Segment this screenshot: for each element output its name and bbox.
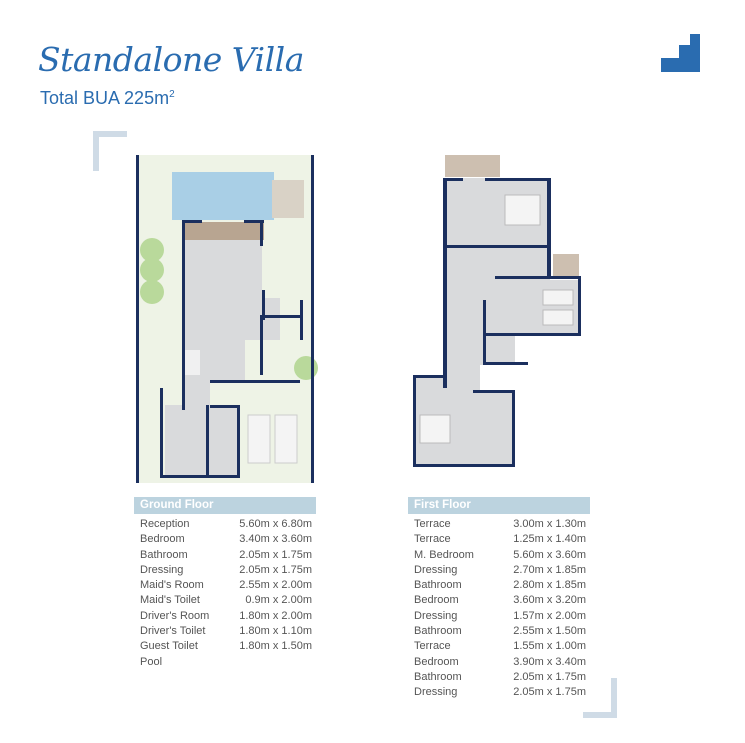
room-size: 2.80m x 1.85m bbox=[513, 579, 586, 592]
sun-loungers bbox=[272, 180, 304, 218]
room-name: Dressing bbox=[414, 609, 458, 622]
room-name: Bedroom bbox=[414, 655, 459, 668]
room-name: Maid's Room bbox=[140, 579, 204, 592]
room-size: 1.80m x 1.50m bbox=[239, 640, 312, 653]
room-name: Bathroom bbox=[414, 579, 462, 592]
terrace bbox=[553, 254, 579, 278]
room-size: 3.60m x 3.20m bbox=[513, 594, 586, 607]
room-name: Bathroom bbox=[414, 625, 462, 638]
room-name: M. Bedroom bbox=[414, 548, 474, 561]
table-row: Driver's Room 1.80m x 2.00m bbox=[134, 609, 316, 624]
deck bbox=[184, 222, 264, 240]
total-bua: Total BUA 225m2 bbox=[40, 88, 175, 109]
room-name: Guest Toilet bbox=[140, 640, 198, 653]
table-row: Dressing 2.70m x 1.85m bbox=[408, 563, 590, 578]
page-title: Standalone Villa bbox=[38, 40, 304, 79]
room-size: 2.70m x 1.85m bbox=[513, 563, 586, 576]
room-size: 2.55m x 2.00m bbox=[239, 579, 312, 592]
corner-bracket-bottom-right-h bbox=[583, 712, 617, 718]
table-row: Bathroom 2.55m x 1.50m bbox=[408, 624, 590, 639]
table-row: Pool bbox=[134, 655, 316, 670]
room-name: Bathroom bbox=[140, 548, 188, 561]
room-name: Terrace bbox=[414, 518, 451, 530]
room-name: Dressing bbox=[140, 563, 184, 576]
corner-bracket-top-left-h bbox=[93, 131, 127, 137]
room-size: 0.9m x 2.00m bbox=[245, 594, 312, 607]
room-size: 1.57m x 2.00m bbox=[513, 609, 586, 622]
room-size: 3.40m x 3.60m bbox=[239, 533, 312, 546]
table-row: Bedroom 3.60m x 3.20m bbox=[408, 593, 590, 608]
table-row: M. Bedroom 5.60m x 3.60m bbox=[408, 548, 590, 563]
table-row: Driver's Toilet 1.80m x 1.10m bbox=[134, 624, 316, 639]
table-row: Terrace 3.00m x 1.30m bbox=[408, 517, 590, 532]
room-name: Bedroom bbox=[140, 533, 185, 546]
room-name: Bedroom bbox=[414, 594, 459, 607]
table-row: Bathroom 2.05m x 1.75m bbox=[134, 548, 316, 563]
table-row: Terrace 1.25m x 1.40m bbox=[408, 532, 590, 547]
room-name: Terrace bbox=[414, 533, 451, 546]
room-size: 3.90m x 3.40m bbox=[513, 655, 586, 668]
first-floor-heading: First Floor bbox=[408, 497, 590, 514]
table-row: Maid's Room 2.55m x 2.00m bbox=[134, 578, 316, 593]
table-row: Bathroom 2.05m x 1.75m bbox=[408, 670, 590, 685]
table-row: Dressing 1.57m x 2.00m bbox=[408, 609, 590, 624]
ground-floor-plan bbox=[136, 155, 318, 483]
corner-bracket-bottom-right bbox=[611, 678, 617, 718]
room-size: 1.80m x 2.00m bbox=[239, 609, 312, 622]
pool bbox=[172, 172, 274, 220]
room-name: Driver's Toilet bbox=[140, 625, 206, 638]
bua-superscript: 2 bbox=[169, 89, 175, 100]
room-size: 2.55m x 1.50m bbox=[513, 625, 586, 638]
room-name: Maid's Toilet bbox=[140, 594, 200, 607]
table-row: Terrace 1.55m x 1.00m bbox=[408, 639, 590, 654]
room-size: 2.05m x 1.75m bbox=[513, 670, 586, 683]
room-name: Dressing bbox=[414, 686, 458, 699]
table-row: Guest Toilet 1.80m x 1.50m bbox=[134, 639, 316, 654]
bua-label: Total BUA 225m bbox=[40, 88, 170, 108]
room-name: Pool bbox=[140, 655, 163, 668]
table-row: Dressing 2.05m x 1.75m bbox=[134, 563, 316, 578]
table-row: Bedroom 3.40m x 3.60m bbox=[134, 532, 316, 547]
room-name: Reception bbox=[140, 518, 190, 530]
room-size: 3.00m x 1.30m bbox=[513, 518, 586, 530]
room-size: 2.05m x 1.75m bbox=[239, 563, 312, 576]
room-size: 1.80m x 1.10m bbox=[239, 625, 312, 638]
terrace bbox=[445, 155, 500, 177]
room-size: 1.55m x 1.00m bbox=[513, 640, 586, 653]
corner-bracket-top-left bbox=[93, 131, 99, 171]
ground-floor-heading: Ground Floor bbox=[134, 497, 316, 514]
room-size: 2.05m x 1.75m bbox=[513, 686, 586, 699]
room-name: Bathroom bbox=[414, 670, 462, 683]
first-floor-plan bbox=[413, 155, 581, 467]
table-row: Maid's Toilet 0.9m x 2.00m bbox=[134, 593, 316, 608]
room-name: Driver's Room bbox=[140, 609, 210, 622]
table-row: Reception 5.60m x 6.80m bbox=[134, 517, 316, 532]
room-size: 5.60m x 3.60m bbox=[513, 548, 586, 561]
table-row: Bedroom 3.90m x 3.40m bbox=[408, 655, 590, 670]
room-name: Dressing bbox=[414, 563, 458, 576]
interior bbox=[415, 178, 580, 465]
interior bbox=[165, 240, 280, 475]
table-row: Dressing 2.05m x 1.75m bbox=[408, 685, 590, 700]
room-size: 2.05m x 1.75m bbox=[239, 548, 312, 561]
room-name: Terrace bbox=[414, 640, 451, 653]
stairs-logo-icon bbox=[661, 34, 700, 72]
table-row: Bathroom 2.80m x 1.85m bbox=[408, 578, 590, 593]
room-size: 1.25m x 1.40m bbox=[513, 533, 586, 546]
room-size: 5.60m x 6.80m bbox=[239, 518, 312, 530]
